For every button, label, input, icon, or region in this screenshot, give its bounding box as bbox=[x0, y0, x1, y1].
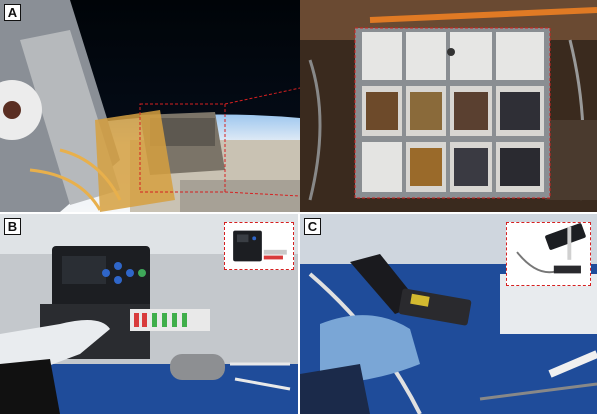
iss-exterior-illustration bbox=[0, 0, 300, 212]
right-arrow-icon bbox=[126, 269, 134, 277]
panel-b-inset bbox=[224, 222, 294, 270]
handheld-sensor-inset-illustration bbox=[507, 223, 590, 285]
panel-c-label: C bbox=[304, 218, 321, 235]
down-arrow-icon bbox=[114, 276, 122, 284]
panel-c-photo: C bbox=[300, 214, 597, 414]
sample-carrier-illustration bbox=[300, 0, 597, 212]
panel-c-inset bbox=[506, 222, 591, 286]
panel-a-exterior-photo: A bbox=[0, 0, 300, 212]
panel-b-label: B bbox=[4, 218, 21, 235]
panel-b-photo: B bbox=[0, 214, 298, 414]
lab-device-inset-illustration bbox=[225, 223, 293, 269]
home-icon bbox=[138, 269, 146, 277]
left-arrow-icon bbox=[102, 269, 110, 277]
panel-a-closeup-photo bbox=[300, 0, 597, 212]
panel-a-label: A bbox=[4, 4, 21, 21]
zoom-region-box bbox=[139, 103, 226, 193]
up-arrow-icon bbox=[114, 262, 122, 270]
